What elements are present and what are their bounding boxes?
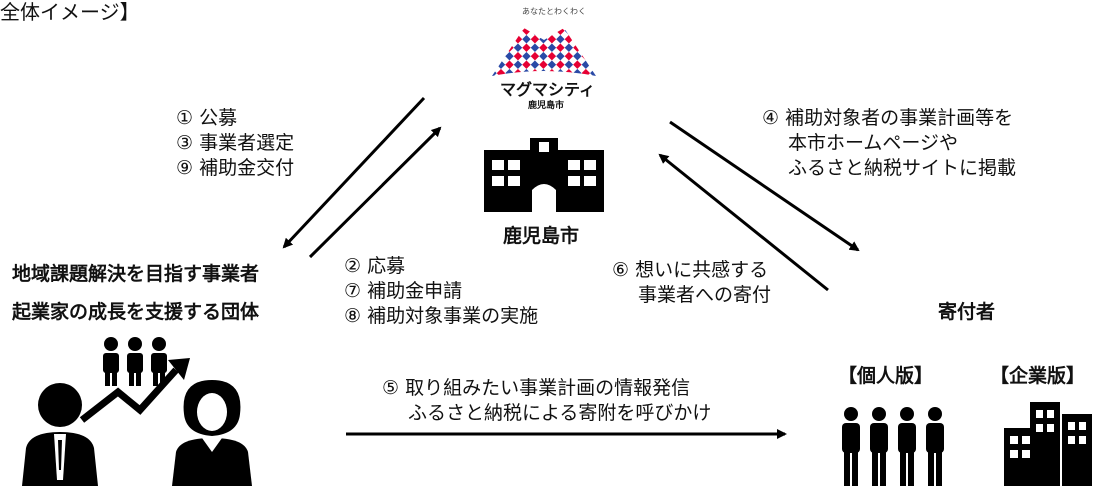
step-line: 本市ホームページや <box>788 132 959 154</box>
org-label-1: 地域課題解決を目指す事業者 <box>12 263 260 285</box>
org-label-2: 起業家の成長を支援する団体 <box>12 301 260 323</box>
corporate-label: 【企業版】 <box>990 365 1086 387</box>
left-top-steps: ① 公募 ③ 事業者選定 ⑨ 補助金交付 <box>176 106 294 181</box>
bottom-steps: ⑤ 取り組みたい事業計画の情報発信 ふるさと納税による寄附を呼びかけ <box>382 376 711 426</box>
step-line: ⑧ 補助対象事業の実施 <box>344 305 539 327</box>
logo-mountain-icon <box>492 28 596 76</box>
people-growth-icon <box>22 337 252 486</box>
step-line: ⑤ 取り組みたい事業計画の情報発信 <box>382 377 691 399</box>
left-bottom-steps: ② 応募 ⑦ 補助金申請 ⑧ 補助対象事業の実施 <box>344 254 538 329</box>
arrow-org-to-city <box>308 126 442 259</box>
step-line: ⑦ 補助金申請 <box>344 280 463 302</box>
logo-name: マグマシティ <box>500 80 596 99</box>
building-icon <box>484 138 604 212</box>
logo: あなたとわくわく マグマシティ 鹿児島市 <box>484 6 604 126</box>
step-line: ① 公募 <box>176 107 238 129</box>
arrow-city-to-org <box>282 96 426 249</box>
logo-sub: 鹿児島市 <box>528 101 565 111</box>
arrow-donor-to-city <box>658 153 829 292</box>
step-line: ふるさと納税サイトに掲載 <box>788 157 1017 179</box>
arrow-city-to-donor <box>669 120 860 252</box>
step-line: ⑥ 想いに共感する <box>612 259 769 281</box>
step-line: ② 応募 <box>344 255 406 277</box>
individual-label: 【個人版】 <box>838 365 934 387</box>
step-line: ⑨ 補助金交付 <box>176 157 295 179</box>
step-line: 事業者への寄付 <box>638 284 772 306</box>
step-line: ふるさと納税による寄附を呼びかけ <box>408 402 712 424</box>
corporate-buildings-icon <box>1004 402 1092 486</box>
logo-tagline: あなたとわくわく <box>522 7 586 16</box>
page-title: 全体イメージ】 <box>0 0 140 24</box>
right-bottom-steps: ⑥ 想いに共感する 事業者への寄付 <box>612 258 771 308</box>
right-top-steps: ④ 補助対象者の事業計画等を 本市ホームページや ふるさと納税サイトに掲載 <box>762 106 1016 181</box>
city-label: 鹿児島市 <box>503 225 580 247</box>
step-line: ④ 補助対象者の事業計画等を <box>762 107 1014 129</box>
donor-label: 寄付者 <box>938 301 996 323</box>
individual-donors-icon <box>842 407 944 486</box>
step-line: ③ 事業者選定 <box>176 132 295 154</box>
